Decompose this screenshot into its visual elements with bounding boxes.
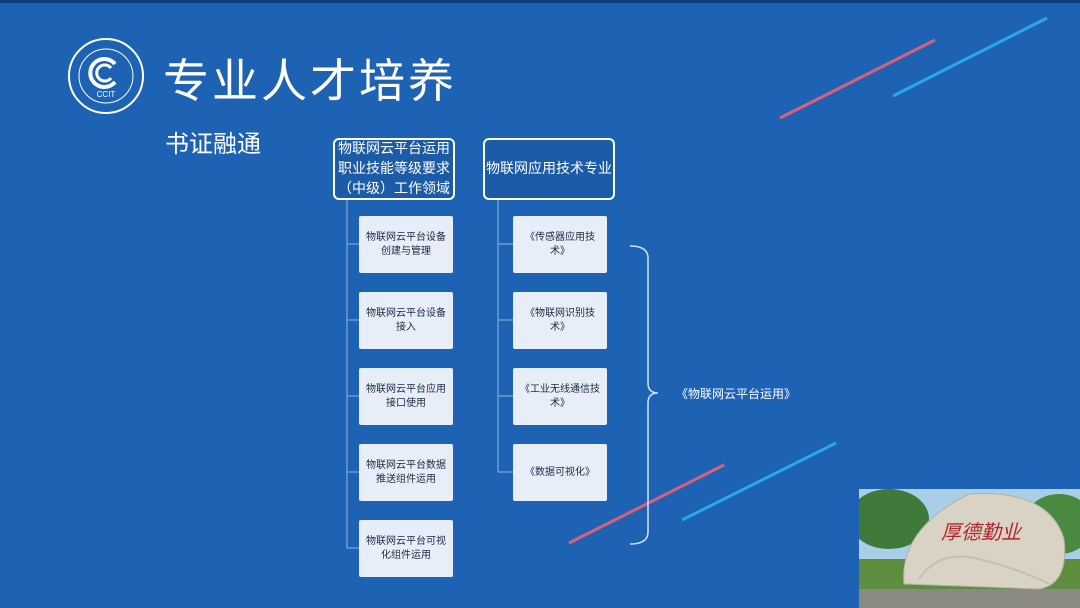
course-item: 《传感器应用技术》: [513, 216, 607, 273]
page-title: 专业人才培养: [163, 54, 457, 108]
course-item: 《工业无线通信技术》: [513, 368, 607, 425]
bracket-label: 《物联网云平台运用》: [676, 387, 797, 401]
right-column-header: 物联网应用技术专业: [483, 138, 615, 200]
college-logo: CCIT: [68, 38, 144, 114]
work-area-item: 物联网云平台应用接口使用: [359, 368, 453, 425]
rock-inscription: 厚德勤业: [941, 520, 1023, 544]
campus-rock-photo: 厚德勤业: [859, 489, 1080, 608]
course-item: 《物联网识别技术》: [513, 292, 607, 349]
course-item: 《数据可视化》: [513, 444, 607, 501]
work-area-item: 物联网云平台数据推送组件运用: [359, 444, 453, 501]
logo-text: CCIT: [97, 90, 116, 99]
top-bar: [0, 0, 1080, 3]
page-subtitle: 书证融通: [165, 130, 261, 158]
left-column-header: 物联网云平台运用职业技能等级要求（中级）工作领域: [333, 138, 455, 200]
work-area-item: 物联网云平台可视化组件运用: [359, 520, 453, 577]
work-area-item: 物联网云平台设备接入: [359, 292, 453, 349]
work-area-item: 物联网云平台设备创建与管理: [359, 216, 453, 273]
